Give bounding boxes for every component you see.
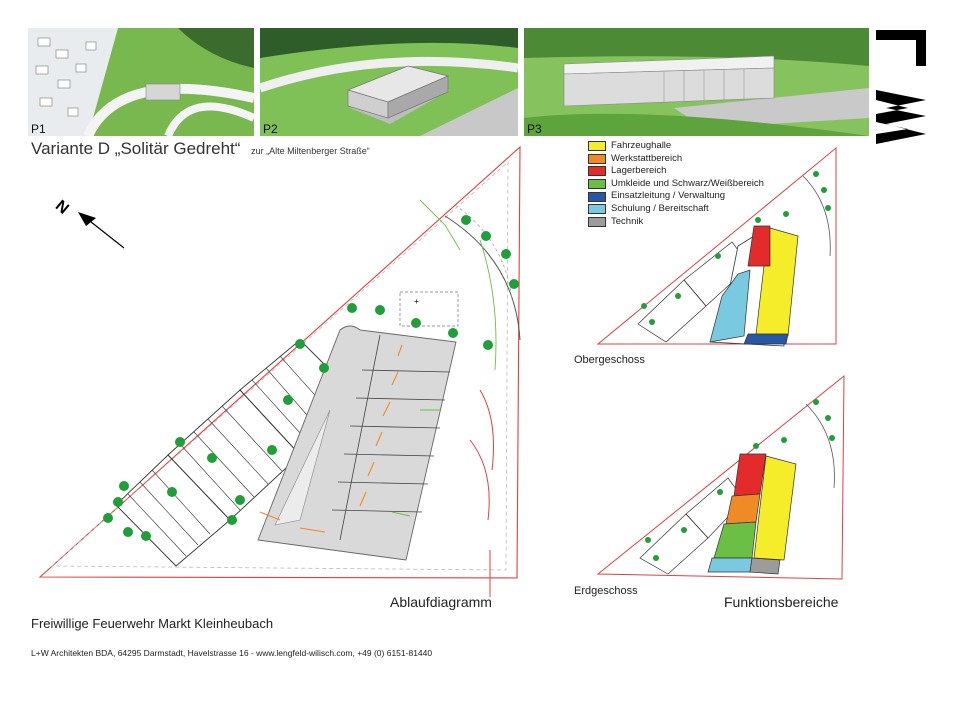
render-label: P2 <box>263 122 278 136</box>
legend-item: Lagerbereich <box>588 165 764 178</box>
north-arrow-label: N <box>52 197 72 217</box>
footer-address: L+W Architekten BDA, 64295 Darmstadt, Ha… <box>31 648 433 658</box>
legend-label: Fahrzeughalle <box>611 140 672 151</box>
legend-label: Umkleide und Schwarz/Weißbereich <box>611 177 764 189</box>
legend-label: Werkstattbereich <box>611 152 683 164</box>
legend: Fahrzeughalle Werkstattbereich Lagerbere… <box>588 140 764 228</box>
legend-swatch <box>588 191 606 202</box>
render-label: P1 <box>31 122 46 136</box>
legend-swatch <box>588 153 606 164</box>
legend-label: Schulung / Bereitschaft <box>611 202 709 214</box>
logo-letter-w <box>872 86 930 148</box>
legend-item: Fahrzeughalle <box>588 140 764 153</box>
render-p2: P2 <box>260 28 518 136</box>
logo-letter-l <box>872 26 930 70</box>
north-arrow-icon: N <box>52 197 125 249</box>
plan-erdgeschoss <box>596 374 845 580</box>
legend-label: Lagerbereich <box>611 165 667 177</box>
legend-item: Umkleide und Schwarz/Weißbereich <box>588 178 764 191</box>
legend-swatch <box>588 204 606 215</box>
legend-item: Schulung / Bereitschaft <box>588 203 764 216</box>
legend-label: Technik <box>611 215 644 227</box>
legend-swatch <box>588 166 606 177</box>
legend-swatch <box>588 179 606 190</box>
legend-item: Werkstattbereich <box>588 153 764 166</box>
render-p1: P1 <box>28 28 254 136</box>
label-funktionsbereiche: Funktionsbereiche <box>724 594 839 610</box>
render-p3: P3 <box>524 28 869 136</box>
legend-swatch <box>588 141 606 152</box>
page-title: Variante D „Solitär Gedreht“ zur „Alte M… <box>31 139 370 159</box>
plan-obergeschoss <box>596 146 837 347</box>
svg-text:+: + <box>414 297 419 306</box>
title-sub: zur „Alte Miltenberger Straße“ <box>251 146 370 156</box>
title-main: Variante D „Solitär Gedreht“ <box>31 139 241 158</box>
legend-label: Einsatzleitung / Verwaltung <box>611 190 726 202</box>
legend-item: Technik <box>588 216 764 229</box>
legend-item: Einsatzleitung / Verwaltung <box>588 190 764 203</box>
label-erdgeschoss: Erdgeschoss <box>574 585 638 597</box>
label-obergeschoss: Obergeschoss <box>574 354 645 366</box>
client-name: Freiwillige Feuerwehr Markt Kleinheubach <box>31 616 274 631</box>
label-ablaufdiagramm: Ablaufdiagramm <box>390 594 492 610</box>
legend-swatch <box>588 216 606 227</box>
render-label: P3 <box>527 122 542 136</box>
